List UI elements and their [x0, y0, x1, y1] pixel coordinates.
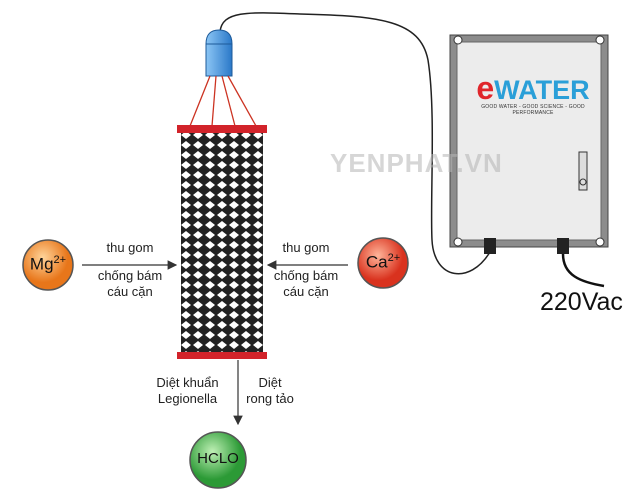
hclo-label: HCLO: [197, 450, 239, 467]
left-label-2: chống bám: [97, 268, 163, 283]
electrode-icon: [177, 125, 267, 359]
ca-ion-circle: [357, 237, 409, 289]
logo-water: WATER: [494, 75, 590, 105]
hclo-circle: [189, 431, 247, 489]
bottom-left-label-2: Legionella: [157, 391, 218, 406]
control-box-icon: [449, 34, 609, 288]
ewater-logo: eWATER GOOD WATER - GOOD SCIENCE - GOOD …: [466, 72, 600, 116]
bottom-right-label-1: Diệt: [258, 375, 282, 390]
voltage-label: 220Vac: [540, 288, 623, 316]
bottom-right-label-2: rong tảo: [246, 391, 294, 406]
ca-charge: 2+: [387, 252, 401, 264]
left-label-3: cáu cặn: [107, 284, 153, 299]
ca-symbol: Ca: [365, 252, 388, 272]
mg-ion-circle: [22, 239, 74, 291]
mg-symbol: Mg: [29, 254, 54, 274]
watermark: YENPHAT.VN: [330, 148, 503, 178]
signal-cable: [219, 12, 491, 275]
right-label-1: thu gom: [282, 240, 330, 255]
mg-ion-label: Mg2+: [23, 254, 73, 275]
bottom-left-label-1: Diệt khuẩn: [156, 375, 219, 390]
mg-charge: 2+: [53, 254, 67, 266]
logo-tagline: GOOD WATER - GOOD SCIENCE - GOOD PERFORM…: [481, 104, 585, 116]
logo-e: e: [476, 70, 495, 106]
ca-ion-label: Ca2+: [358, 252, 408, 273]
right-label-3: cáu cặn: [283, 284, 329, 299]
probe-icon: [189, 29, 257, 127]
right-label-2: chống bám: [273, 268, 339, 283]
left-label-1: thu gom: [106, 240, 154, 255]
